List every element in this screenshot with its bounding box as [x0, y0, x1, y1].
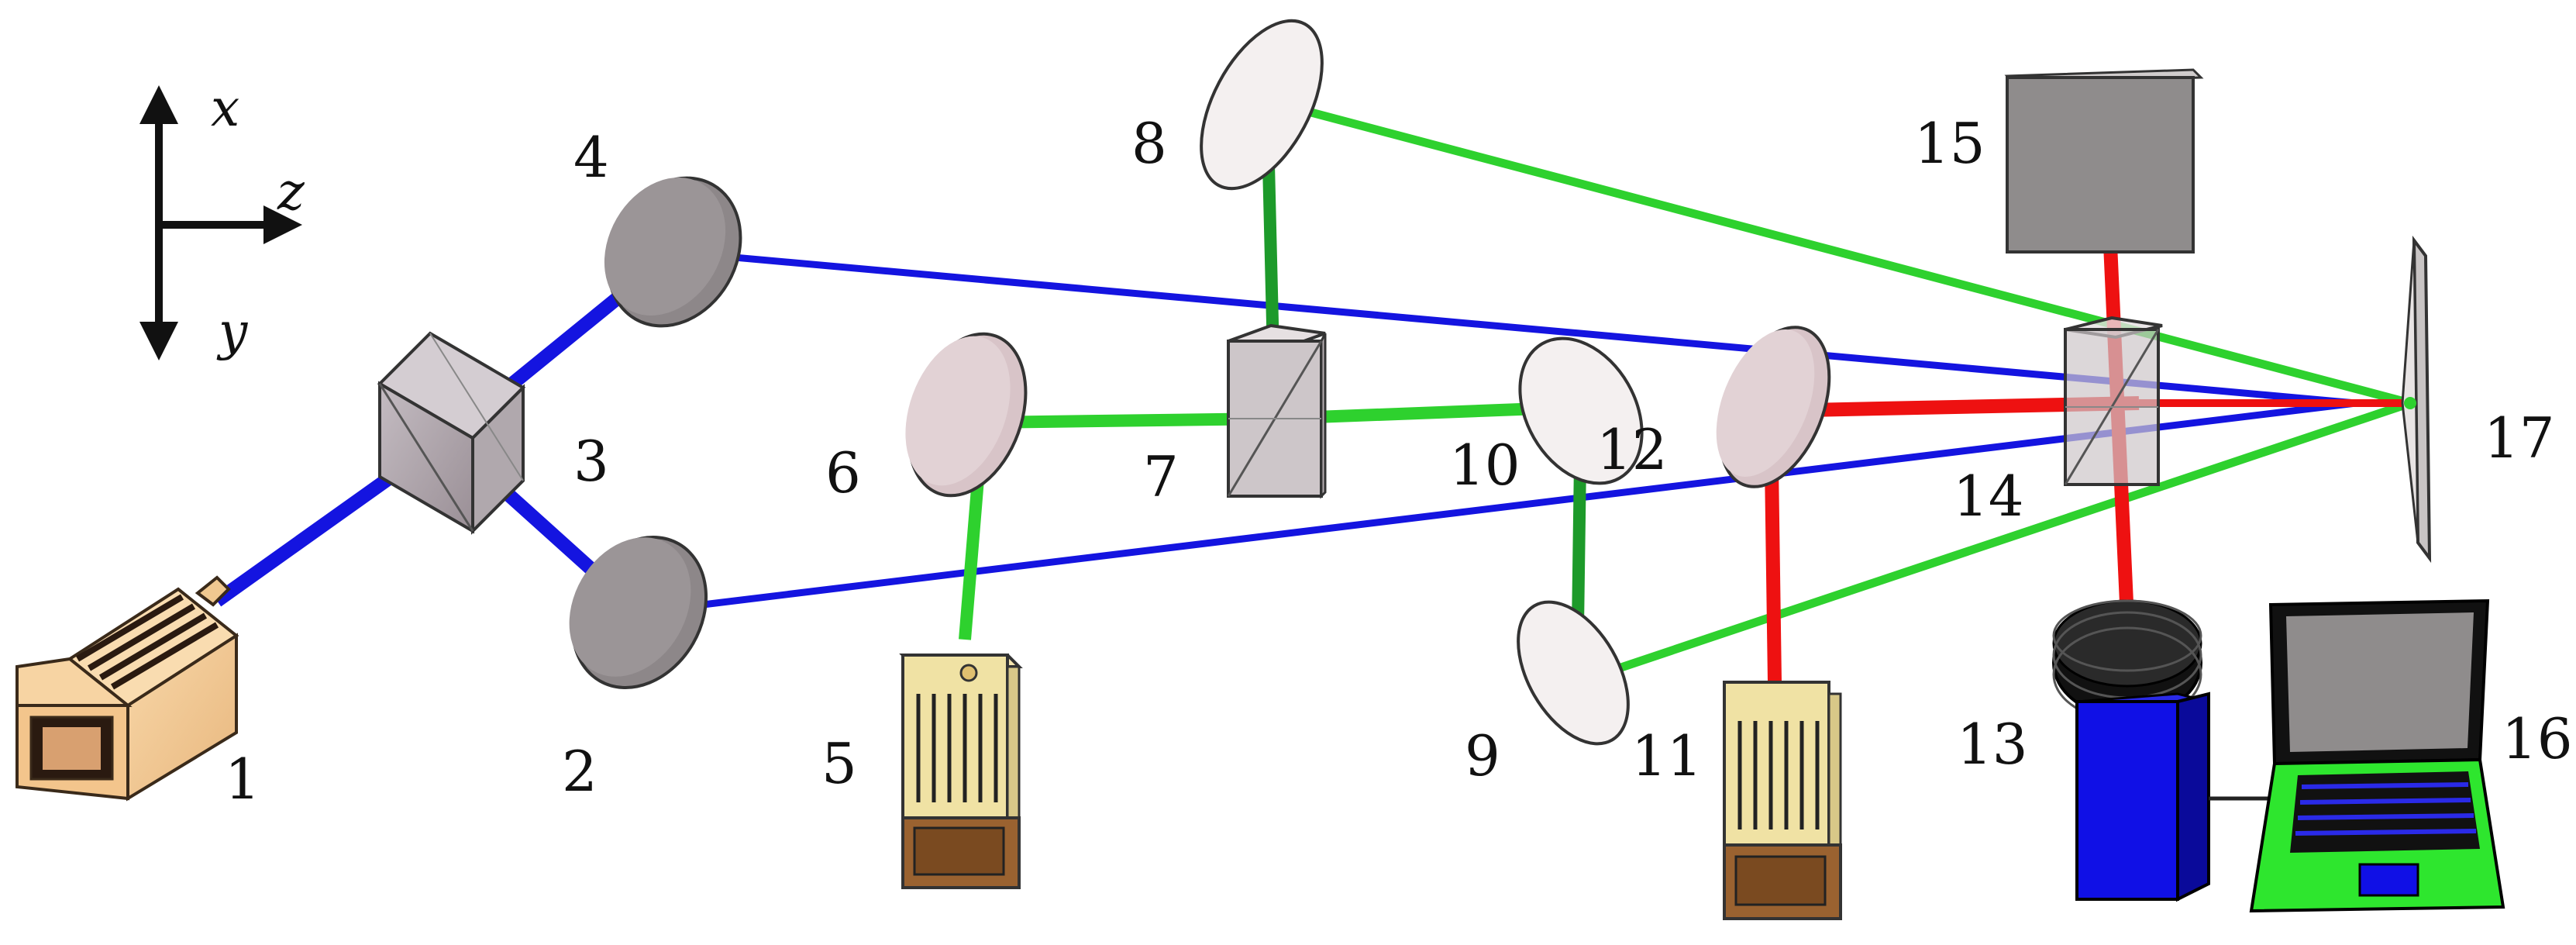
- mirror-6-icon: [905, 332, 1028, 498]
- label-3: 3: [573, 429, 609, 494]
- mirror-9-icon: [1517, 600, 1630, 746]
- laser-11-icon: [1723, 681, 1842, 920]
- beam-splitter-7-icon: [1227, 323, 1327, 499]
- label-1: 1: [225, 747, 260, 812]
- label-9: 9: [1465, 723, 1500, 788]
- mirror-4-icon: [604, 176, 742, 328]
- mirror-10-icon: [1518, 336, 1644, 485]
- label-13: 13: [1957, 712, 2028, 777]
- label-15: 15: [1914, 111, 1985, 176]
- label-16: 16: [2502, 706, 2573, 771]
- label-10: 10: [1449, 433, 1520, 498]
- axis-y-label: y: [216, 302, 248, 361]
- axis-z-label: z: [277, 162, 305, 222]
- axis-x-label: x: [211, 78, 239, 138]
- label-8: 8: [1131, 111, 1167, 176]
- label-6: 6: [825, 440, 861, 505]
- mirror-8-icon: [1200, 19, 1324, 191]
- mirror-12-icon: [1716, 326, 1831, 488]
- label-14: 14: [1953, 464, 2024, 529]
- laser-1-icon: [15, 575, 239, 802]
- beam-splitter-icon: [377, 331, 526, 535]
- label-12: 12: [1596, 417, 1668, 482]
- label-2: 2: [562, 739, 598, 804]
- camera-icon: [2052, 599, 2278, 902]
- axes-indicator: x z y: [139, 78, 305, 361]
- mirror-2-icon: [569, 536, 708, 689]
- laser-5-icon: [899, 654, 1023, 889]
- label-4: 4: [573, 125, 609, 190]
- laptop-icon: [2249, 598, 2505, 913]
- label-7: 7: [1143, 444, 1179, 509]
- component-labels: 1 2 3 4 5 6 7 8 9 10 11 12 13 14 15 16 1…: [225, 111, 2573, 812]
- sample-plate-icon: [2401, 235, 2432, 564]
- label-17: 17: [2484, 405, 2555, 471]
- label-11: 11: [1631, 723, 1703, 788]
- label-5: 5: [821, 731, 857, 796]
- screen-icon: [2004, 68, 2204, 253]
- beam-splitter-14-icon: [2064, 316, 2163, 486]
